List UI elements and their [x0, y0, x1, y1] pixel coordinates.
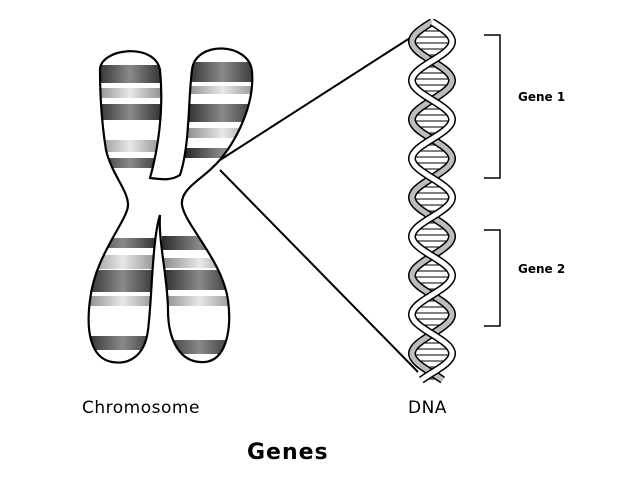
dna-helix [407, 18, 457, 384]
chromosome [87, 47, 254, 364]
dna-strand-b [409, 19, 455, 383]
chromosome-bands [88, 48, 253, 363]
gene-brackets [484, 34, 501, 327]
gene2-label: Gene 2 [518, 262, 566, 276]
zoom-line-top [219, 37, 411, 161]
diagram-title: Genes [247, 440, 329, 465]
gene1-bracket [484, 34, 501, 179]
dna-strand-a [409, 19, 455, 383]
zoom-lines [219, 37, 419, 373]
gene1-label: Gene 1 [518, 90, 566, 104]
zoom-line-bottom [219, 169, 419, 373]
chromosome-label: Chromosome [82, 398, 200, 418]
dna-label: DNA [408, 398, 447, 418]
gene2-bracket [484, 229, 501, 327]
